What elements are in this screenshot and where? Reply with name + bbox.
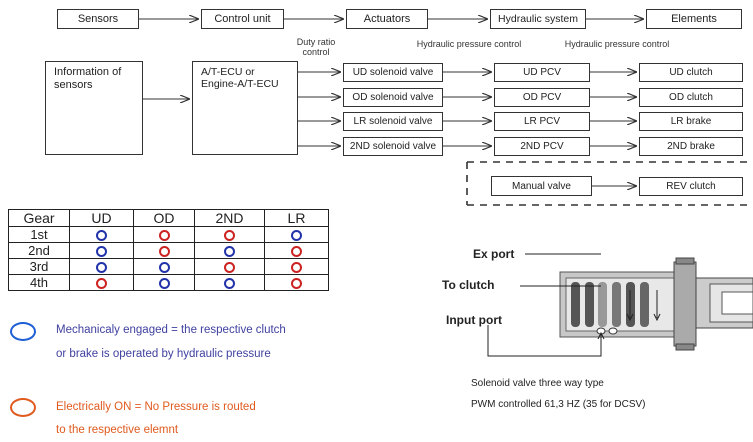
state-dot bbox=[224, 278, 235, 290]
ud-clutch-box: UD clutch bbox=[639, 63, 743, 82]
solenoid-valve-illustration bbox=[487, 253, 753, 357]
hydraulic-system-box: Hydraulic system bbox=[490, 9, 586, 29]
state-cell bbox=[264, 242, 329, 259]
control-unit-box: Control unit bbox=[201, 9, 284, 29]
sensor-info-box: Information of sensors bbox=[45, 61, 143, 155]
rev-clutch-box: REV clutch bbox=[639, 177, 743, 196]
input-port-label: Input port bbox=[446, 313, 502, 327]
table-row: 1st bbox=[8, 226, 329, 243]
header-od: OD bbox=[133, 209, 195, 227]
actuators-box: Actuators bbox=[346, 9, 428, 29]
state-cell bbox=[69, 242, 134, 259]
ex-port-label: Ex port bbox=[473, 247, 515, 261]
state-dot bbox=[291, 278, 302, 290]
state-cell bbox=[133, 226, 195, 243]
sensors-box: Sensors bbox=[57, 9, 139, 29]
gear-cell: 2nd bbox=[8, 242, 70, 259]
ud-pcv-box: UD PCV bbox=[494, 63, 590, 82]
legend-red-text-2: to the respective elemnt bbox=[56, 424, 179, 436]
table-row: 4th bbox=[8, 274, 329, 291]
gear-cell: 1st bbox=[8, 226, 70, 243]
state-cell bbox=[69, 274, 134, 291]
header-gear: Gear bbox=[8, 209, 70, 227]
state-dot bbox=[224, 246, 235, 258]
state-dot bbox=[158, 230, 170, 242]
od-solenoid-box: OD solenoid valve bbox=[343, 88, 443, 107]
state-dot bbox=[291, 262, 302, 274]
state-dot bbox=[96, 246, 107, 258]
red-ring-icon bbox=[10, 398, 36, 417]
state-cell bbox=[264, 274, 329, 291]
state-dot bbox=[96, 278, 107, 290]
blue-ring-icon bbox=[10, 322, 36, 341]
gear-table: Gear UD OD 2ND LR 1st 2nd 3rd 4th bbox=[8, 209, 329, 291]
2nd-brake-box: 2ND brake bbox=[639, 137, 743, 156]
od-pcv-box: OD PCV bbox=[494, 88, 590, 107]
state-cell bbox=[194, 242, 265, 259]
manual-valve-box: Manual valve bbox=[491, 176, 592, 196]
header-lr: LR bbox=[264, 209, 329, 227]
gear-cell: 3rd bbox=[8, 258, 70, 275]
state-dot bbox=[291, 246, 302, 258]
state-cell bbox=[133, 258, 195, 275]
valve-caption-2: PWM controlled 61,3 HZ (35 for DCSV) bbox=[471, 399, 646, 410]
state-dot bbox=[158, 278, 170, 290]
table-row: 2nd bbox=[8, 242, 329, 259]
valve-caption-1: Solenoid valve three way type bbox=[471, 378, 604, 389]
state-cell bbox=[264, 226, 329, 243]
od-clutch-box: OD clutch bbox=[639, 88, 743, 107]
state-dot bbox=[224, 262, 235, 274]
hydraulic-pressure-label-1: Hydraulic pressure control bbox=[416, 39, 522, 49]
lr-brake-box: LR brake bbox=[639, 112, 743, 131]
state-cell bbox=[133, 242, 195, 259]
state-dot bbox=[158, 246, 170, 258]
duty-ratio-label: Duty ratio control bbox=[296, 37, 336, 57]
gear-table-header: Gear UD OD 2ND LR bbox=[8, 209, 329, 227]
lr-solenoid-box: LR solenoid valve bbox=[343, 112, 443, 131]
header-2nd: 2ND bbox=[194, 209, 265, 227]
state-cell bbox=[133, 274, 195, 291]
state-dot bbox=[96, 230, 107, 242]
table-row: 3rd bbox=[8, 258, 329, 275]
state-cell bbox=[264, 258, 329, 275]
legend-blue-text-2: or brake is operated by hydraulic pressu… bbox=[56, 348, 271, 360]
state-dot bbox=[96, 262, 107, 274]
state-cell bbox=[69, 226, 134, 243]
lr-pcv-box: LR PCV bbox=[494, 112, 590, 131]
elements-box: Elements bbox=[646, 9, 742, 29]
gear-cell: 4th bbox=[8, 274, 70, 291]
state-cell bbox=[194, 258, 265, 275]
legend-blue-text-1: Mechanicaly engaged = the respective clu… bbox=[56, 324, 286, 336]
2nd-solenoid-box: 2ND solenoid valve bbox=[343, 137, 443, 156]
hydraulic-pressure-label-2: Hydraulic pressure control bbox=[564, 39, 670, 49]
state-cell bbox=[194, 274, 265, 291]
legend-red-text-1: Electrically ON = No Pressure is routed bbox=[56, 401, 256, 413]
state-cell bbox=[194, 226, 265, 243]
header-ud: UD bbox=[69, 209, 134, 227]
state-dot bbox=[224, 230, 235, 242]
2nd-pcv-box: 2ND PCV bbox=[494, 137, 590, 156]
state-dot bbox=[291, 230, 302, 242]
to-clutch-label: To clutch bbox=[442, 278, 495, 292]
ecu-box: A/T-ECU or Engine-A/T-ECU bbox=[192, 61, 298, 155]
state-dot bbox=[158, 262, 170, 274]
ud-solenoid-box: UD solenoid valve bbox=[343, 63, 443, 82]
state-cell bbox=[69, 258, 134, 275]
